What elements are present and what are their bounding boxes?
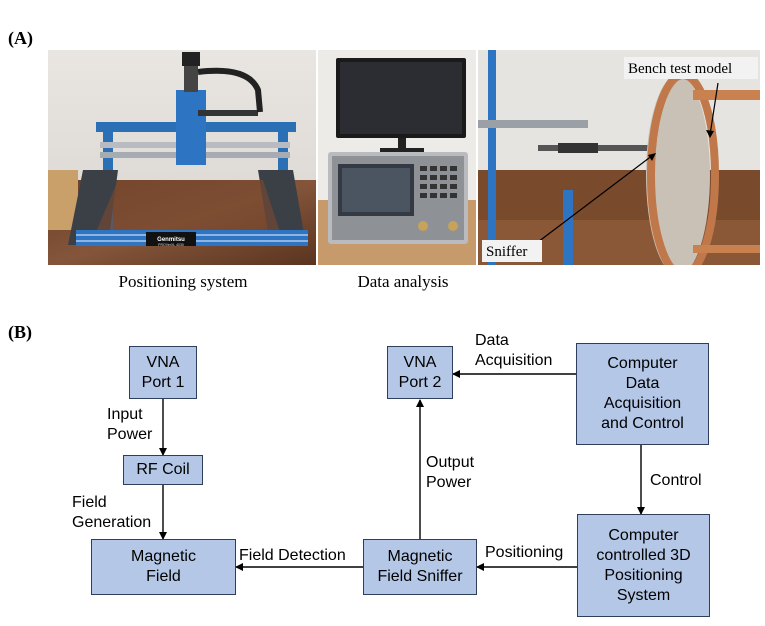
data-analysis-photo [318,50,476,265]
caption-positioning-system: Positioning system [118,272,248,291]
bench-test-photo: Bench test model Sniffer [478,50,760,265]
field-detection-label: Field Detection [239,547,346,564]
positioning-system-photo: Genmitsu PROVerXL 4030 [48,50,316,265]
sniffer-label: Sniffer [486,244,527,260]
control-label: Control [650,472,702,489]
positioning-label: Positioning [485,544,564,561]
rf-coil-box: RF Coil [123,455,203,485]
bench-test-model-label: Bench test model [628,61,732,77]
panel-label-b: (B) [8,322,32,342]
panel-label-a: (A) [8,28,33,48]
caption-data-analysis: Data analysis [357,272,449,291]
brand-text: Genmitsu [157,237,185,243]
model-text: PROVerXL 4030 [158,243,184,247]
